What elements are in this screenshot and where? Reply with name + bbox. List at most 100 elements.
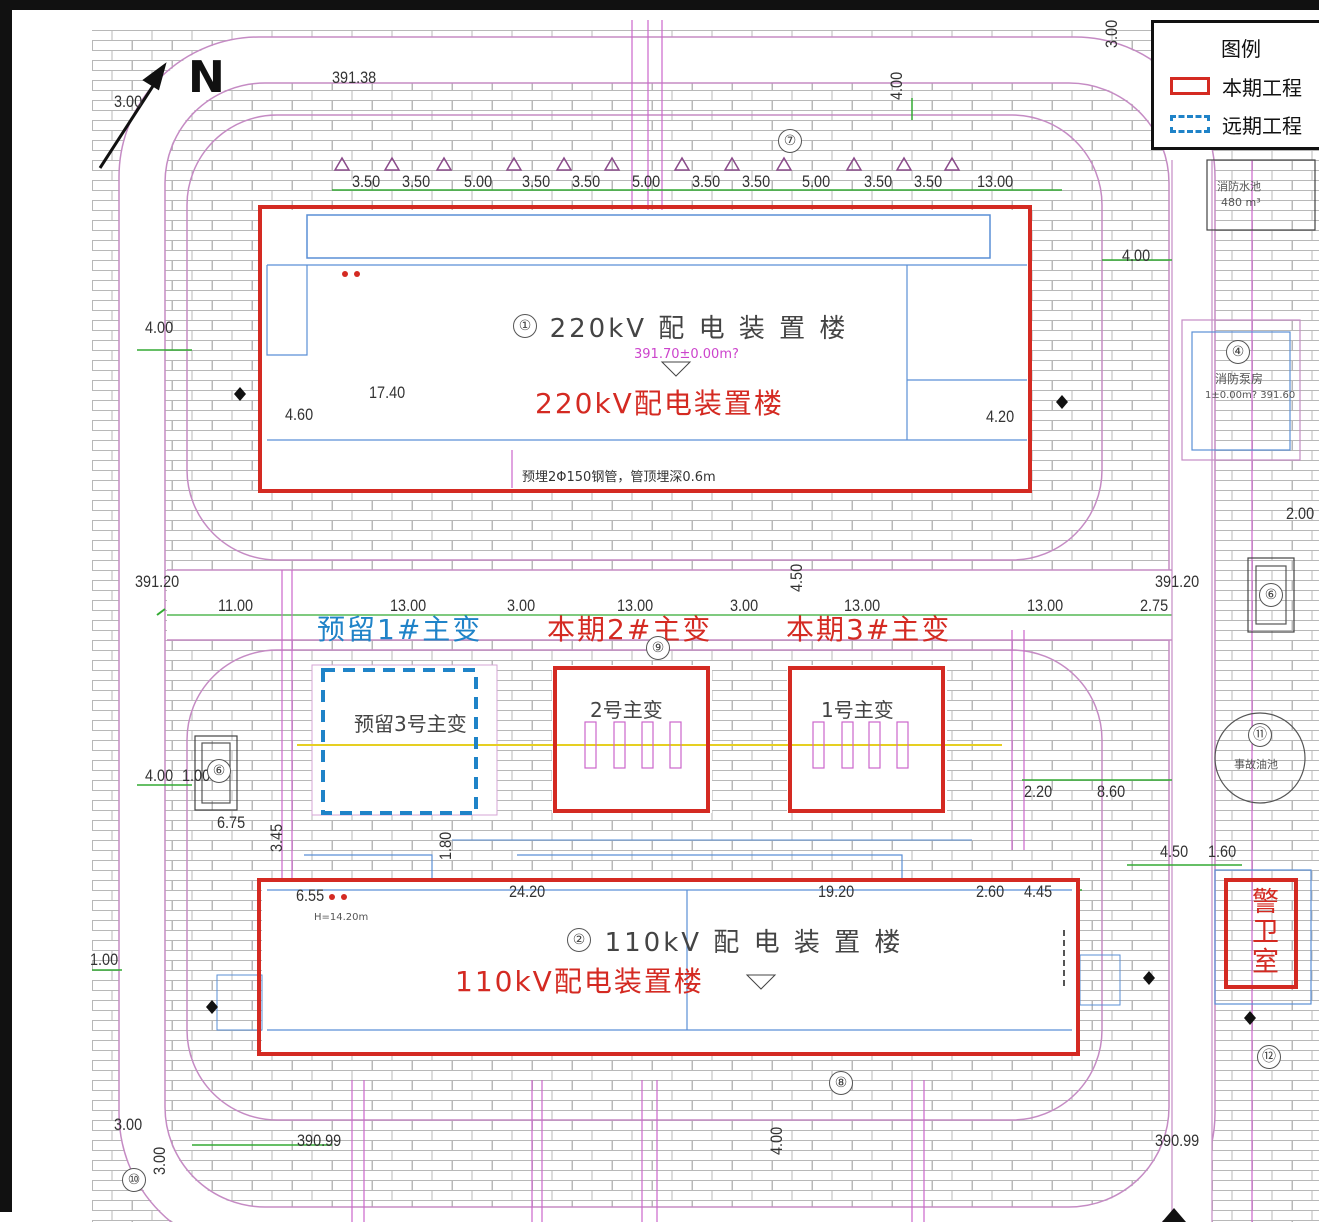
dim-tr-7: 13.00 [1027,596,1064,615]
outline-guard-room [1224,878,1298,989]
marker-11: ⑪ [1248,723,1272,747]
marker-6-left: ⑥ [207,759,231,783]
label-transformer-3: 本期3#主变 [786,613,952,646]
building-220kv-cad [262,210,1032,490]
dim-top-5: 3.50 [572,172,601,191]
marker-6-right: ⑥ [1259,583,1283,607]
south-island [186,649,1103,1121]
dim-top-7: 3.50 [692,172,721,191]
dim-3-00-a: 3.00 [114,92,143,111]
dim-top-10: 3.50 [864,172,893,191]
outline-transformer-3 [788,666,945,813]
cad-reserve-transformer: 预留3号主变 [354,712,467,736]
dim-top-4: 3.50 [522,172,551,191]
label-110kv-building: 110kV配电装置楼 [455,965,704,998]
marker-2: ② [567,928,591,952]
outline-110kv-building [257,878,1080,1056]
dim-4-00-right: 4.00 [1122,246,1151,265]
dim-top-11: 3.50 [914,172,943,191]
dim-4-00-left: 4.00 [145,318,174,337]
elev-bottom-left: 390.99 [297,1131,342,1150]
outline-reserve-transformer [321,668,478,815]
current-phase-outlines [257,205,1298,1056]
legend-swatch-solid [1170,77,1210,95]
marker-7: ⑦ [778,129,802,153]
dim-6-75: 6.75 [217,813,246,832]
marker-4: ④ [1226,340,1250,364]
dim-top-1: 3.50 [352,172,381,191]
cad-label-220kv: ① 220kV 配 电 装 置 楼 [512,314,849,344]
dim-top-6: 5.00 [632,172,661,191]
dim-8-60: 8.60 [1097,782,1126,801]
cad-label-110kv: ② 110kV 配 电 装 置 楼 [567,928,904,958]
label-fire-tank-cap: 480 m³ [1221,196,1261,209]
legend-label-future: 远期工程 [1222,113,1302,138]
cad-transformer-3: 1号主变 [821,698,894,722]
legend-swatch-dashed [1170,115,1210,133]
marker-12: ⑫ [1257,1045,1281,1069]
elev-right-mid: 391.20 [1155,572,1200,591]
dim-top-8: 3.50 [742,172,771,191]
transformer-zone [297,664,1002,841]
cad-transformer-2: 2号主变 [590,698,663,722]
label-pump-room: 消防泵房 [1215,372,1264,386]
cad-pipe-note: 预埋2Φ150钢管，管顶埋深0.6m [522,470,716,485]
dim-top-3: 5.00 [464,172,493,191]
dim-1-00: 1.00 [182,766,211,785]
dim-4-60: 4.60 [285,405,314,424]
dim-2-60: 2.60 [976,882,1005,901]
legend: 图例 本期工程 远期工程 [1151,20,1319,150]
marker-10: ⑩ [122,1168,146,1192]
outline-220kv-building [258,205,1032,493]
pipe-lines [281,20,1253,1222]
dim-tr-4: 13.00 [617,596,654,615]
dim-17-40: 17.40 [369,383,406,402]
dim-4-45: 4.45 [1024,882,1053,901]
dim-3-00-c: 3.00 [114,1115,143,1134]
north-island [186,114,1103,561]
dim-1-60: 1.60 [1208,842,1237,861]
level-markers [333,156,961,171]
dim-4-50-v: 4.50 [787,563,806,592]
elev-bottom-right: 390.99 [1155,1131,1200,1150]
dim-4-00-bot: 4.00 [767,1126,786,1155]
dim-1-80: 1.80 [436,831,455,860]
marker-8: ⑧ [829,1071,853,1095]
dim-3-00-b: 3.00 [1102,19,1121,48]
label-transformer-2: 本期2#主变 [547,613,713,646]
elev-top: 391.38 [332,68,377,87]
label-220kv-building: 220kV配电装置楼 [535,387,784,420]
dim-3-00-d: 3.00 [150,1146,169,1175]
dim-tr-5: 3.00 [730,596,759,615]
cad-elev-110: H=14.20m [314,912,369,923]
dim-4-00-top: 4.00 [887,71,906,100]
cad-elev-220: 391.70±0.00m? [634,347,739,362]
dim-19-20: 19.20 [818,882,855,901]
dim-4-00-left2: 4.00 [145,766,174,785]
dim-top-2: 3.50 [402,172,431,191]
label-guard-room: 警卫室 [1252,887,1281,978]
site-plan-drawing [92,20,1319,1222]
label-accident-pool: 事故油池 [1234,758,1278,771]
dim-6-55: 6.55 [296,886,325,905]
dim-4-20: 4.20 [986,407,1015,426]
marker-1: ① [513,314,537,338]
dim-tr-8: 2.75 [1140,596,1169,615]
legend-item-future: 远期工程 [1170,111,1302,138]
north-label: N [188,52,225,103]
outline-transformer-2 [553,666,710,813]
dim-3-45: 3.45 [267,823,286,852]
dim-top-9: 5.00 [802,172,831,191]
legend-label-current: 本期工程 [1222,75,1302,100]
label-fire-tank: 消防水池 [1217,180,1261,193]
label-reserve-transformer: 预留1#主变 [317,613,483,646]
north-arrow-shape [98,62,167,169]
dim-24-20: 24.20 [509,882,546,901]
dim-2-00: 2.00 [1286,504,1315,523]
dim-tr-2: 13.00 [390,596,427,615]
dim-1-00-b: 1.00 [90,950,119,969]
dim-2-20: 2.20 [1024,782,1053,801]
marker-9: ⑨ [646,636,670,660]
east-road [1172,160,1212,1222]
